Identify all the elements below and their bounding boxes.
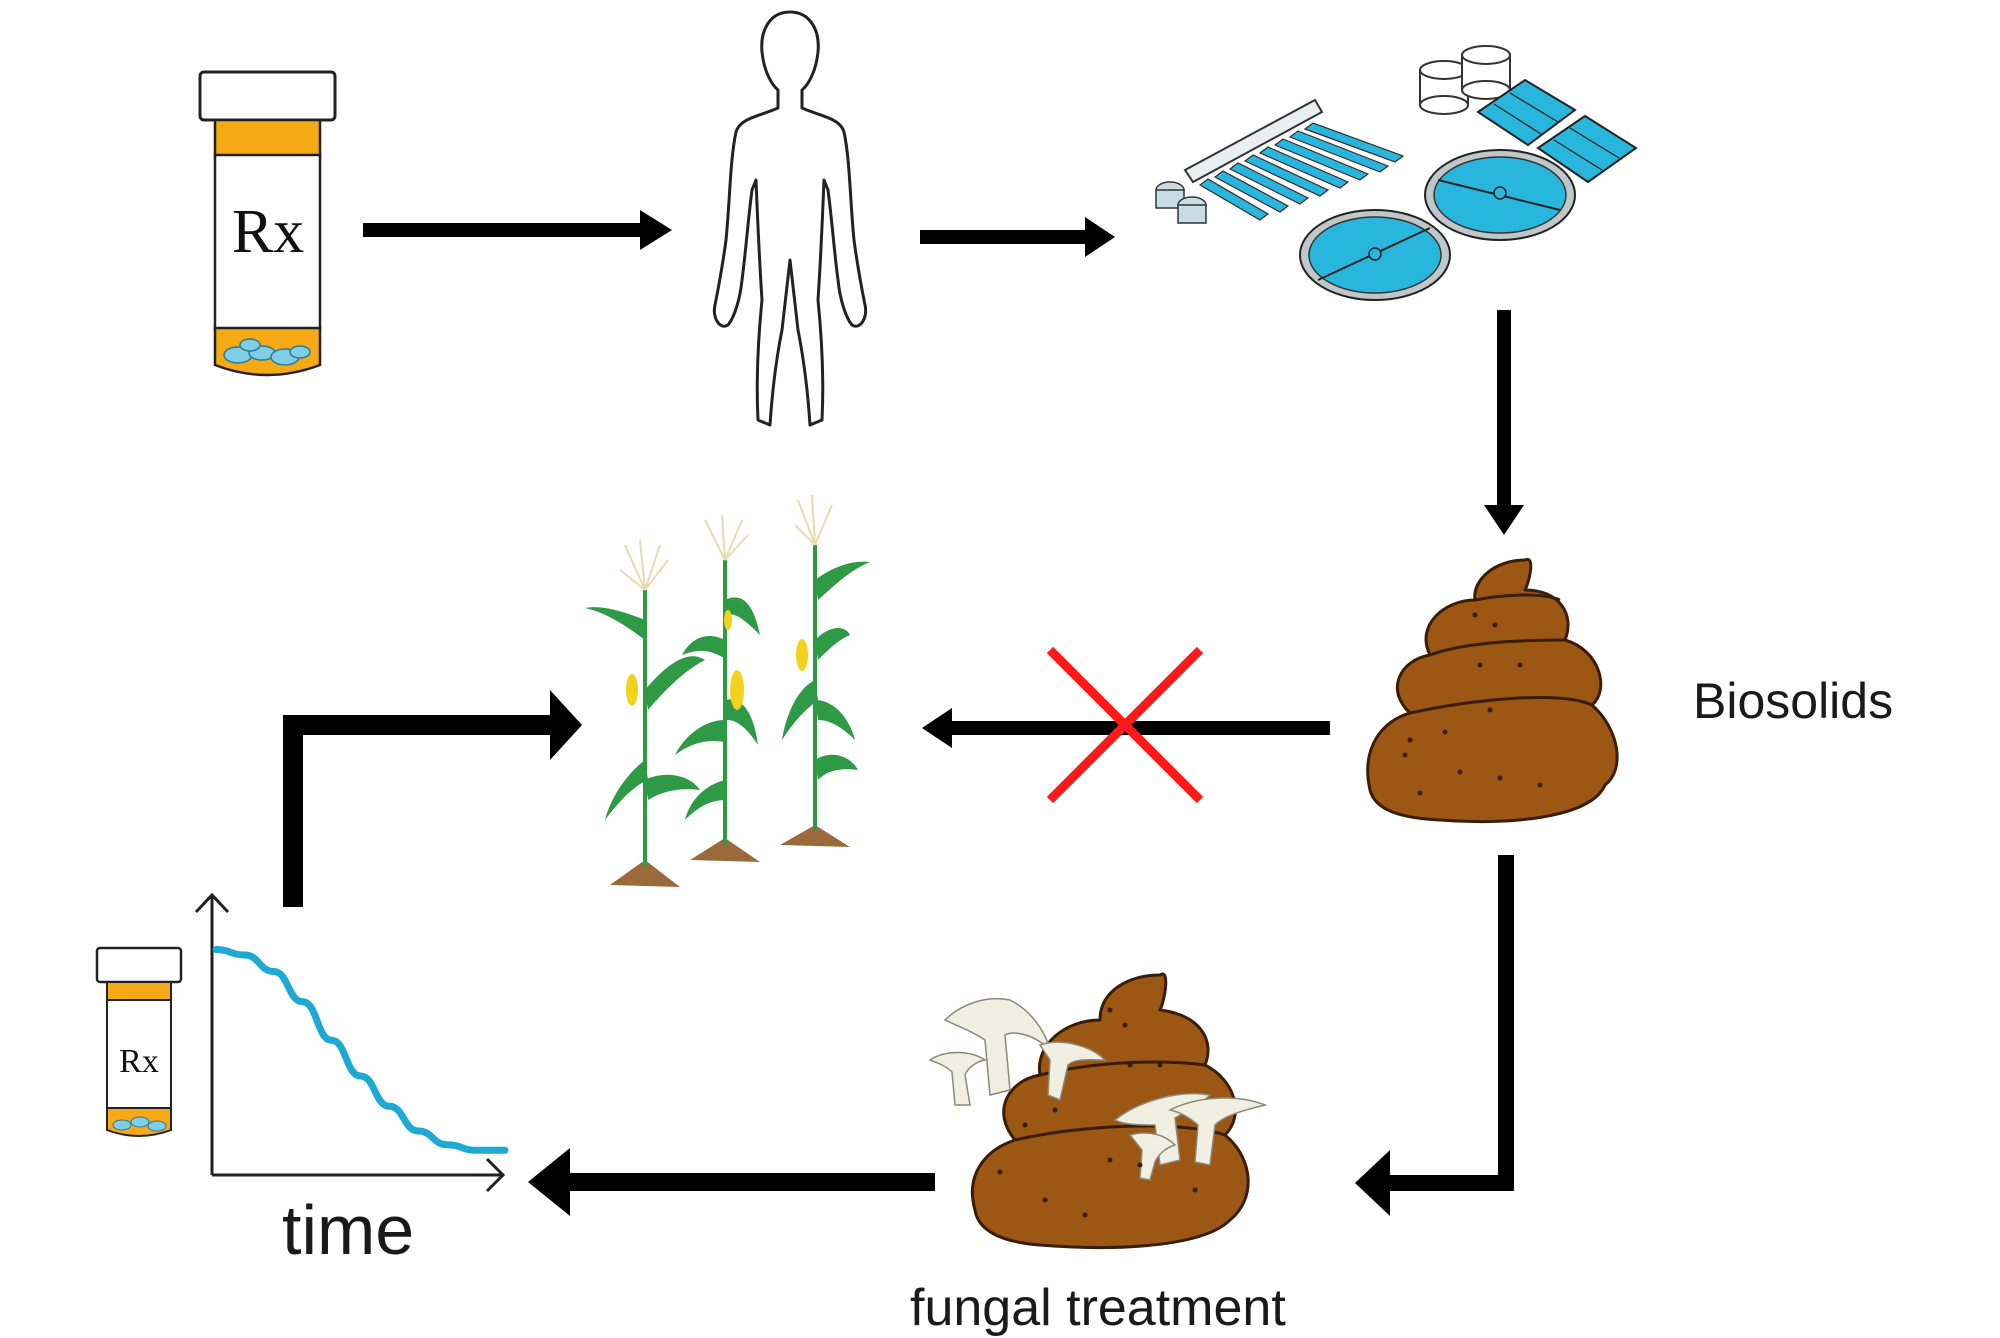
arrow-human-to-plant xyxy=(920,217,1115,257)
corn-plant xyxy=(780,494,870,847)
corn-plant xyxy=(675,514,760,862)
y-axis xyxy=(194,892,230,1175)
decay-curve-line xyxy=(212,946,509,1154)
fungal-treatment-label: fungal treatment xyxy=(910,1279,1286,1337)
x-axis xyxy=(212,1157,506,1193)
digester-tanks xyxy=(1419,45,1511,115)
corn-plants-icon xyxy=(585,494,870,887)
pills-icon xyxy=(223,338,311,366)
clarifier-tanks xyxy=(1299,149,1576,301)
aeration-basins xyxy=(1476,78,1638,184)
small-prescription-bottle-icon: Rx xyxy=(95,946,183,1137)
corn-plant xyxy=(585,539,705,887)
human-body-icon xyxy=(712,10,868,427)
fungal-treated-biosolids-icon xyxy=(928,972,1268,1249)
mushroom-icon xyxy=(1113,1092,1268,1181)
arrow-graph-to-crops xyxy=(283,690,582,907)
arrow-prescription-to-human xyxy=(363,210,672,250)
time-axis-label: time xyxy=(282,1191,415,1269)
blocked-x-icon xyxy=(1046,646,1204,804)
mushroom-icon xyxy=(928,998,1107,1106)
filter-channels xyxy=(1155,98,1405,224)
arrow-biosolids-to-fungal xyxy=(1355,855,1514,1216)
small-rx-label: Rx xyxy=(119,1043,159,1080)
biosolids-label: Biosolids xyxy=(1693,673,1894,729)
arrow-fungal-to-graph xyxy=(528,1148,935,1216)
arrow-biosolids-to-crops-blocked xyxy=(922,708,1330,748)
biosolids-icon xyxy=(1366,557,1619,824)
wastewater-treatment-plant-icon xyxy=(1155,45,1638,301)
rx-label: Rx xyxy=(232,198,304,266)
degradation-graph-icon xyxy=(194,892,509,1193)
arrow-plant-to-biosolids xyxy=(1484,310,1524,535)
prescription-bottle-icon: Rx xyxy=(198,70,337,377)
